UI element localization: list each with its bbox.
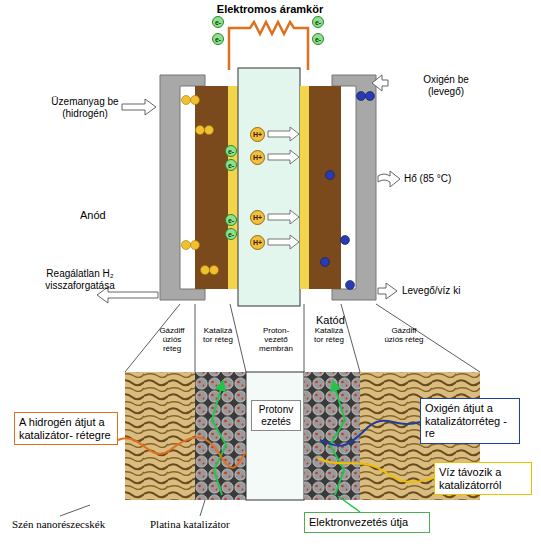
part-label: Gázdiff úziós réteg — [384, 326, 424, 344]
part-label: Üzemanyag be (hidrogén) — [48, 96, 122, 119]
electron-symbol: e- — [312, 16, 324, 28]
proton-symbol: H+ — [250, 127, 265, 142]
electron-symbol: e- — [225, 214, 237, 226]
part-label: Gázdiff úziós réteg — [153, 326, 191, 354]
node-text: Oxigén átjut a katalizátorréteg -re — [425, 402, 515, 440]
part-label: Oxigén be (levegő) — [406, 74, 486, 97]
part-label: Levegő/víz ki — [402, 285, 492, 297]
electron-symbol: e- — [225, 228, 237, 240]
electron-symbol: e- — [225, 159, 237, 171]
part-label: Platina katalizátor — [150, 518, 270, 531]
proton-symbol: H+ — [250, 235, 265, 250]
callout-box: Elektronvezetés útja — [304, 512, 430, 533]
callout-box: A hidrogén átjut a katalizátor- rétegre — [14, 412, 118, 445]
node-text: Elektronvezetés útja — [309, 516, 425, 529]
node-text: A hidrogén átjut a katalizátor- rétegre — [19, 416, 113, 441]
part-label: Szén nanorészecskék — [12, 518, 137, 531]
electron-symbol: e- — [212, 33, 224, 45]
part-label: Anód — [80, 209, 120, 222]
node-text: Protonv ezetés — [256, 404, 296, 427]
part-label: Katalizá tor réteg — [309, 326, 349, 344]
diagram-title: Elektromos áramkör — [190, 3, 350, 16]
node-text: Víz távozik a katalizátorról — [439, 466, 527, 491]
proton-symbol: H+ — [250, 150, 265, 165]
callout-box: Víz távozik a katalizátorról — [434, 462, 532, 495]
part-label: Proton-vezető membrán — [252, 326, 300, 354]
part-label: Reagálatlan H₂ visszaforgatása — [30, 268, 130, 291]
part-label: Hő (85 °C) — [404, 173, 484, 185]
part-label: Katalizá tor réteg — [199, 326, 237, 344]
part-label: Katód — [316, 314, 366, 327]
electron-symbol: e- — [312, 33, 324, 45]
proton-symbol: H+ — [250, 210, 265, 225]
membrane-box: Protonv ezetés — [251, 400, 301, 431]
callout-box: Oxigén átjut a katalizátorréteg -re — [420, 398, 520, 444]
electron-symbol: e- — [225, 145, 237, 157]
electron-symbol: e- — [212, 16, 224, 28]
